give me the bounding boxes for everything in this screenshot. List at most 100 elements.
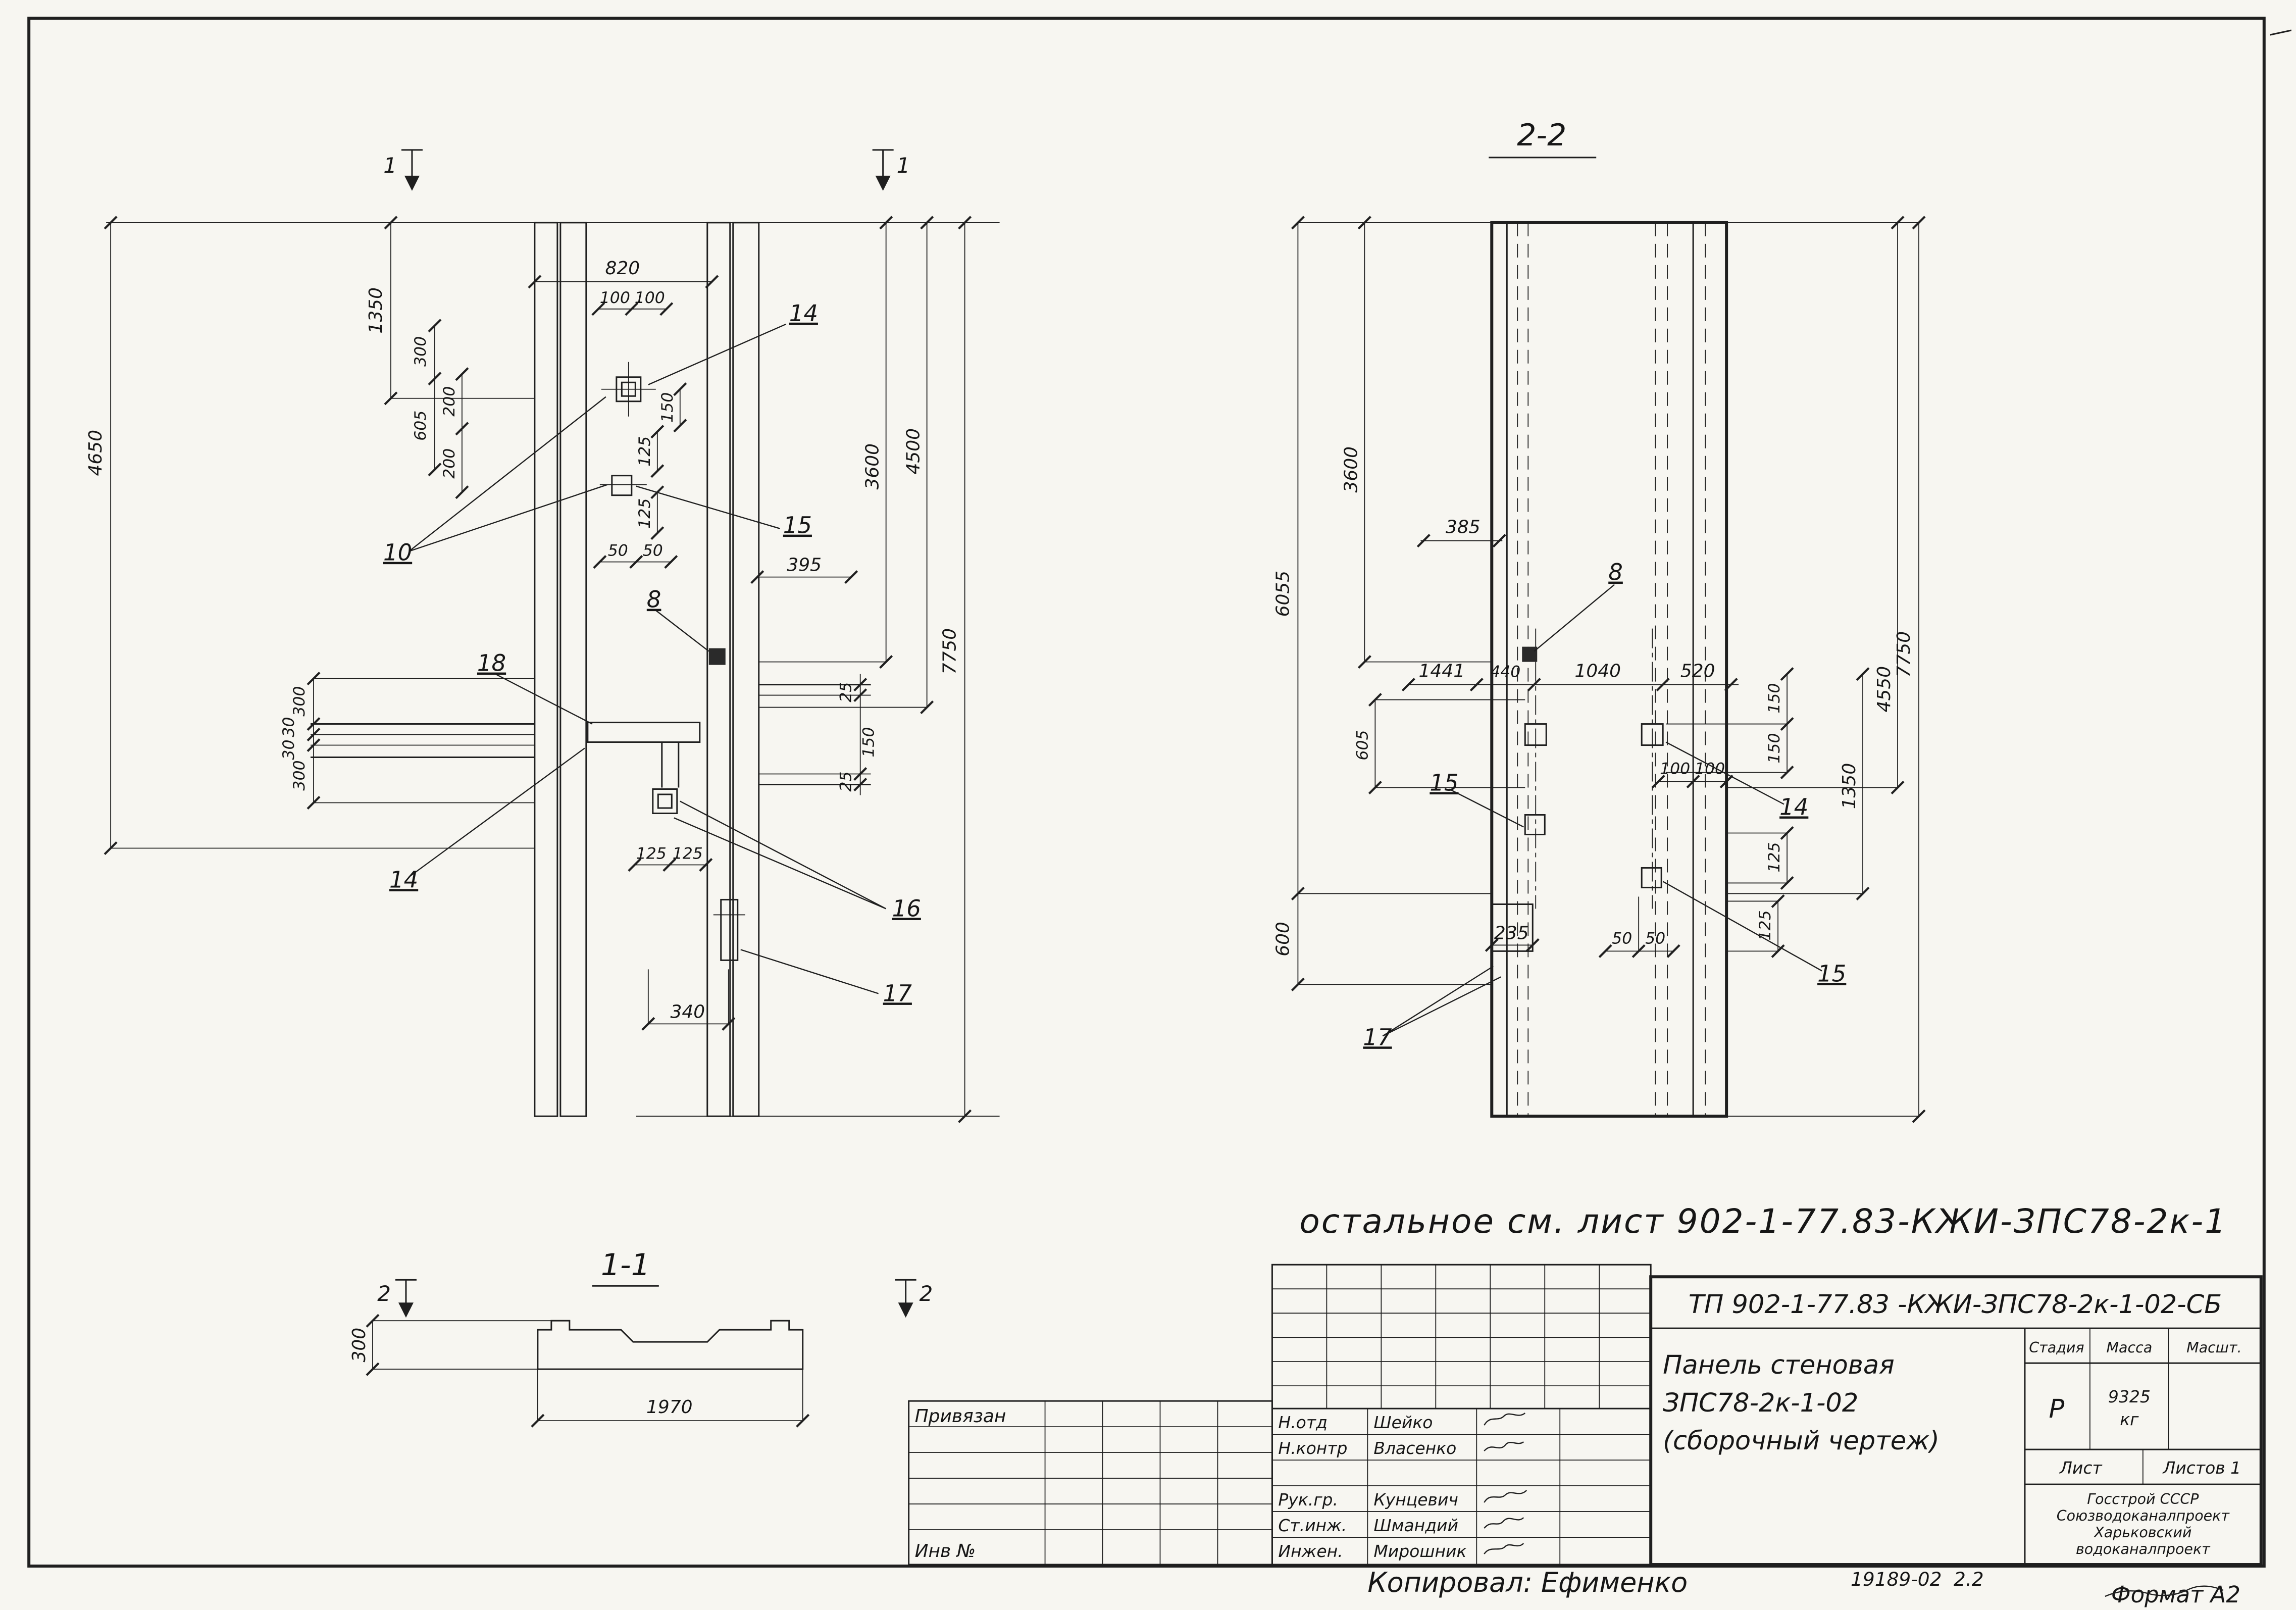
item-label-8: 8	[1608, 559, 1623, 586]
mass-header: Масса	[2106, 1339, 2152, 1356]
cut-label-2: 2	[377, 1281, 391, 1306]
sign-name: Кунцевич	[1373, 1490, 1458, 1510]
section-1-1-title: 1-1	[601, 1247, 650, 1283]
section-2-2-dimension-texts: 3600 6055 385 1441 440 1040 520 605 150 …	[1272, 446, 1914, 957]
mass-value: 9325	[2108, 1387, 2151, 1406]
section-2-2-view: 2-2	[1272, 118, 1926, 1123]
dim-25: 25	[837, 682, 855, 702]
section-1-1-view: 1-1 2 2 300 1970	[349, 1247, 933, 1428]
revision-table: Н.отд Шейко Н.контр Власенко Рук.гр. Кун…	[1271, 1264, 1652, 1566]
section-cut-marker-1-right: 1	[872, 149, 910, 191]
item-label-14: 14	[1779, 793, 1808, 820]
dim-200: 200	[440, 386, 458, 417]
dim-385: 385	[1446, 517, 1481, 538]
dim-1350: 1350	[1839, 763, 1860, 810]
lifting-channel-18	[587, 722, 701, 788]
dim-200: 200	[440, 448, 458, 479]
dim-440: 440	[1490, 663, 1520, 681]
signature-rows: Н.отд Шейко Н.контр Власенко Рук.гр. Кун…	[1278, 1413, 1527, 1561]
embed-detail-17-left	[713, 898, 745, 961]
sheet-frame	[27, 16, 2266, 1568]
mass-unit: кг	[2120, 1410, 2139, 1429]
item-label-17: 17	[883, 980, 912, 1007]
item-label-15: 15	[1430, 770, 1458, 796]
dim-1970: 1970	[646, 1397, 693, 1418]
section-cut-marker-2-right: 2	[895, 1279, 933, 1318]
dimension-ticks	[1291, 216, 1926, 1123]
signature-mark	[1484, 1441, 1524, 1451]
dim-4550: 4550	[1874, 666, 1895, 713]
section-2-2-leaders: 8 15 14 15 17	[1363, 559, 1846, 1051]
dim-7750: 7750	[940, 628, 960, 675]
see-other-sheet-note: остальное см. лист 902-1-77.83-КЖИ-ЗПС78…	[1299, 1202, 2227, 1241]
signature-mark	[1484, 1517, 1524, 1529]
dim-50: 50	[1645, 929, 1665, 947]
dim-125: 125	[636, 844, 667, 863]
item-label-14: 14	[789, 300, 818, 327]
dim-605: 605	[412, 411, 430, 441]
scan-mark	[2270, 29, 2292, 36]
format-strike-mark	[2105, 1585, 2224, 1597]
section-embeds	[1522, 646, 1664, 888]
panel-cross-section	[537, 1320, 804, 1370]
dim-520: 520	[1680, 661, 1715, 682]
dim-125: 125	[636, 498, 654, 529]
left-view-leaders: 10 14 15 8 18 14 16 17	[383, 300, 921, 1007]
signature-mark	[1484, 1490, 1527, 1503]
dim-340: 340	[670, 1001, 705, 1022]
dim-100: 100	[600, 289, 630, 307]
scale-header: Масшт.	[2186, 1339, 2241, 1356]
sign-name: Шмандий	[1373, 1516, 1458, 1535]
title-block: ТП 902-1-77.83 -КЖИ-ЗПС78-2к-1-02-СБ Пан…	[1649, 1275, 2263, 1567]
section-1-1-dimensions: 300 1970	[349, 1314, 810, 1428]
dim-150: 150	[658, 392, 677, 423]
cut-label-1: 1	[383, 153, 397, 178]
dim-100: 100	[635, 289, 665, 307]
embed-detail-14-top	[601, 362, 656, 417]
embed-detail-15	[599, 475, 647, 496]
item-label-14: 14	[389, 866, 418, 893]
dim-30: 30	[280, 739, 298, 760]
item-label-8: 8	[647, 586, 661, 613]
dim-820: 820	[605, 258, 640, 279]
copied-by: Копировал: Ефименко	[1367, 1567, 1688, 1598]
left-view-dimension-texts: 820 100 100 1350 300 605 200 200 4650 15…	[85, 258, 960, 1023]
dim-50: 50	[643, 542, 663, 560]
dim-4500: 4500	[903, 428, 924, 475]
sign-name: Шейко	[1373, 1413, 1433, 1432]
section-cut-marker-1-left: 1	[383, 149, 423, 191]
dim-30: 30	[280, 717, 298, 737]
joint-lines	[311, 684, 871, 786]
stage-header: Стадия	[2029, 1339, 2084, 1356]
dim-300: 300	[412, 336, 430, 367]
dim-7750: 7750	[1894, 631, 1914, 678]
dim-125: 125	[636, 436, 654, 467]
section-2-2-dimension-lines	[1291, 216, 1926, 1123]
signature-mark	[1484, 1543, 1524, 1554]
left-elevation-view: 820 100 100 1350 300 605 200 200 4650 15…	[85, 216, 1000, 1123]
document-number: ТП 902-1-77.83 -КЖИ-ЗПС78-2к-1-02-СБ	[1689, 1290, 2222, 1320]
dim-150: 150	[1765, 733, 1783, 763]
signature-mark	[1484, 1413, 1526, 1426]
drawing-title-line1: Панель стеновая	[1663, 1350, 1895, 1380]
sheet-label: Лист	[2059, 1458, 2102, 1478]
item-label-10: 10	[383, 539, 412, 566]
dim-150: 150	[860, 727, 878, 757]
dim-605: 605	[1353, 730, 1371, 760]
embed-detail-16	[652, 788, 678, 814]
detail-8	[708, 648, 726, 665]
stage-value: Р	[2049, 1394, 2065, 1424]
item-label-15: 15	[1817, 960, 1846, 987]
dim-150: 150	[1765, 683, 1783, 714]
item-label-18: 18	[477, 650, 506, 677]
sign-role: Рук.гр.	[1278, 1490, 1338, 1510]
dim-3600: 3600	[862, 443, 883, 490]
binding-table: Привязан Инв №	[908, 1400, 1273, 1566]
dim-300: 300	[290, 686, 309, 717]
order-number: 19189-02	[1851, 1568, 1942, 1590]
item-label-15: 15	[783, 512, 812, 539]
dim-100: 100	[1695, 760, 1725, 778]
dim-50: 50	[608, 542, 628, 560]
dim-125: 125	[1765, 842, 1783, 872]
